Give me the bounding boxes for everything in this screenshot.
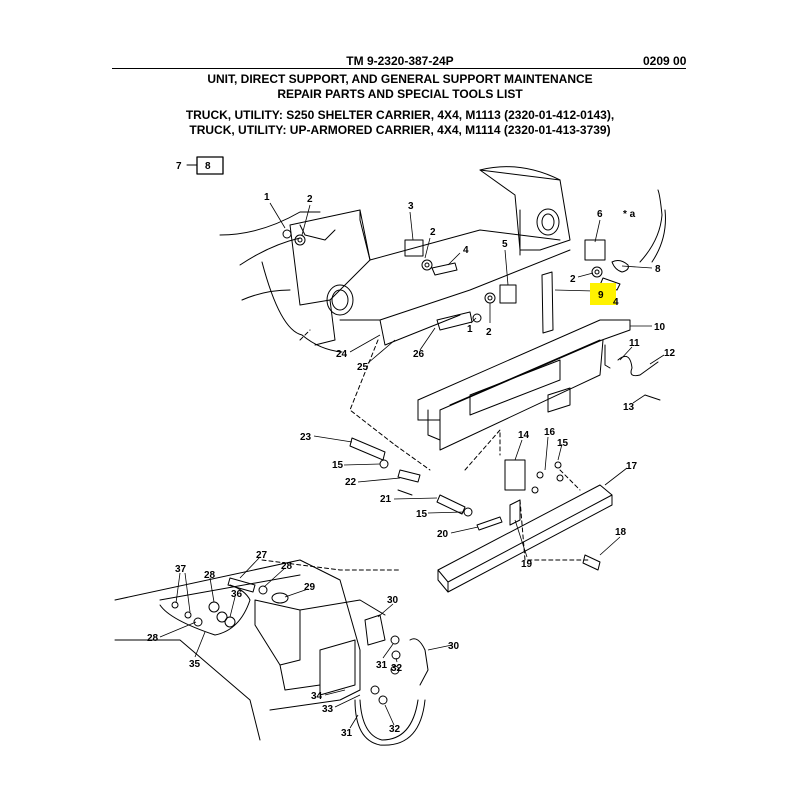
callout[interactable]: 33 — [322, 704, 334, 715]
group-ref-prefix: 7 — [176, 161, 182, 172]
callout[interactable]: 2 — [430, 227, 436, 238]
title-line-1: UNIT, DIRECT SUPPORT, AND GENERAL SUPPOR… — [207, 72, 593, 86]
callout[interactable]: 2 — [307, 194, 313, 205]
callout[interactable]: 30 — [387, 595, 399, 606]
callout[interactable]: 8 — [655, 264, 661, 275]
callout[interactable]: 15 — [557, 438, 569, 449]
callout[interactable]: 18 — [615, 527, 627, 538]
callout[interactable]: 17 — [626, 461, 638, 472]
callout[interactable]: 16 — [544, 427, 556, 438]
callout[interactable]: 5 — [502, 239, 508, 250]
group-ref-box-number: 8 — [205, 161, 211, 172]
callout[interactable]: 1 — [467, 324, 473, 335]
callout[interactable]: 23 — [300, 432, 312, 443]
callout[interactable]: 31 — [341, 728, 353, 739]
callout[interactable]: 4 — [463, 245, 469, 256]
callout[interactable]: 32 — [389, 724, 401, 735]
callout[interactable]: 29 — [304, 582, 316, 593]
vehicle-line-2: TRUCK, UTILITY: UP-ARMORED CARRIER, 4X4,… — [189, 123, 611, 137]
callout[interactable]: 12 — [664, 348, 676, 359]
callout[interactable]: 1 — [264, 192, 270, 203]
work-package-number: 0209 00 — [643, 54, 687, 68]
note-marker: * a — [623, 209, 636, 220]
tm-number: TM 9-2320-387-24P — [346, 54, 454, 68]
callout[interactable]: 26 — [413, 349, 425, 360]
callout[interactable]: 10 — [654, 322, 666, 333]
callout[interactable]: 2 — [486, 327, 492, 338]
header-rule — [112, 68, 686, 69]
callout[interactable]: 11 — [629, 338, 640, 349]
callout[interactable]: 14 — [518, 430, 530, 441]
callout[interactable]: 30 — [448, 641, 460, 652]
callout-9-highlighted[interactable]: 9 — [598, 290, 604, 301]
callout[interactable]: 28 — [281, 561, 293, 572]
callout[interactable]: 34 — [311, 691, 323, 702]
callout[interactable]: 13 — [623, 402, 635, 413]
callout[interactable]: 21 — [380, 494, 392, 505]
callout[interactable]: 15 — [416, 509, 428, 520]
callout[interactable]: 35 — [189, 659, 201, 670]
highlight-box-item-9 — [590, 283, 616, 305]
callout[interactable]: 28 — [204, 570, 216, 581]
callout[interactable]: 36 — [231, 589, 243, 600]
callout[interactable]: 19 — [521, 559, 533, 570]
callout[interactable]: 3 — [408, 201, 414, 212]
callout[interactable]: 37 — [175, 564, 187, 575]
callout[interactable]: 24 — [336, 349, 348, 360]
callout[interactable]: 32 — [391, 663, 403, 674]
callout[interactable]: 31 — [376, 660, 388, 671]
title-line-2: REPAIR PARTS AND SPECIAL TOOLS LIST — [277, 87, 523, 101]
callout[interactable]: 25 — [357, 362, 369, 373]
vehicle-line-1: TRUCK, UTILITY: S250 SHELTER CARRIER, 4X… — [185, 108, 615, 122]
callout[interactable]: 2 — [570, 274, 576, 285]
callout[interactable]: 22 — [345, 477, 357, 488]
callout[interactable]: 28 — [147, 633, 159, 644]
callout[interactable]: 15 — [332, 460, 344, 471]
callout[interactable]: 27 — [256, 550, 268, 561]
callout[interactable]: 4 — [613, 297, 619, 308]
callout[interactable]: 20 — [437, 529, 449, 540]
callout[interactable]: 6 — [597, 209, 603, 220]
